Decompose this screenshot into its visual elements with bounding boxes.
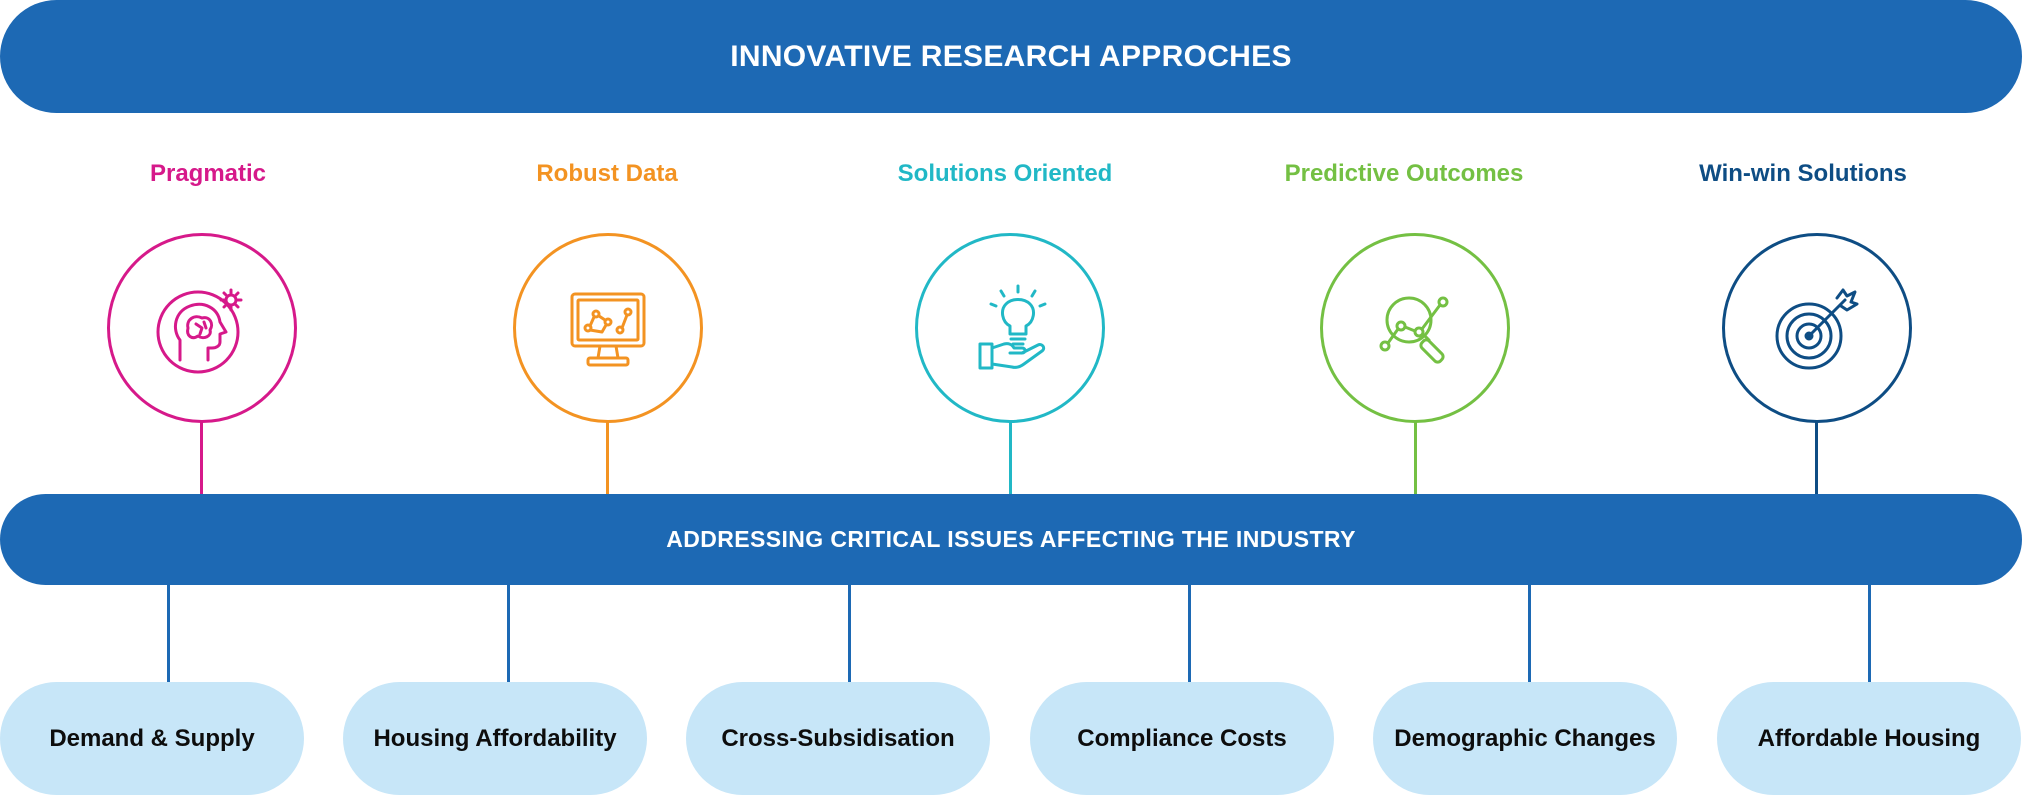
issue-affordable-housing: Affordable Housing: [1717, 682, 2021, 795]
issue-connector: [1868, 585, 1871, 685]
issues-banner-label: ADDRESSING CRITICAL ISSUES AFFECTING THE…: [666, 526, 1356, 552]
issue-label: Compliance Costs: [1077, 724, 1287, 752]
issue-demographic-changes: Demographic Changes: [1373, 682, 1677, 795]
issue-connector: [1528, 585, 1531, 685]
target-arrow-icon: [1775, 288, 1859, 370]
issue-label: Housing Affordability: [373, 724, 617, 752]
issues-banner: ADDRESSING CRITICAL ISSUES AFFECTING THE…: [0, 494, 2022, 585]
approach-circle-pragmatic: [107, 233, 297, 423]
approach-label-predictive-outcomes: Predictive Outcomes: [1284, 160, 1524, 187]
approach-circle-predictive-outcomes: [1320, 233, 1510, 423]
issue-label: Affordable Housing: [1757, 724, 1981, 752]
approach-label-pragmatic: Pragmatic: [149, 160, 267, 187]
approach-label-robust-data: Robust Data: [536, 160, 678, 187]
issue-cross-subsidisation: Cross-Subsidisation: [686, 682, 990, 795]
issue-label: Cross-Subsidisation: [721, 724, 955, 752]
approach-circle-win-win-solutions: [1722, 233, 1912, 423]
approach-label-win-win-solutions: Win-win Solutions: [1699, 160, 1907, 187]
approach-circle-solutions-oriented: [915, 233, 1105, 423]
connector-robust-data: [606, 420, 609, 498]
issue-housing-affordability: Housing Affordability: [343, 682, 647, 795]
diagram-title: INNOVATIVE RESEARCH APPROCHES: [730, 39, 1292, 73]
magnifier-chart-icon: [1379, 296, 1449, 364]
issue-connector: [507, 585, 510, 685]
approach-label-solutions-oriented: Solutions Oriented: [897, 160, 1113, 187]
monitor-data-icon: [570, 292, 646, 367]
issue-label: Demographic Changes: [1394, 724, 1656, 752]
brain-gear-icon: [156, 288, 243, 374]
connector-win-win-solutions: [1815, 420, 1818, 498]
issue-label: Demand & Supply: [49, 724, 255, 752]
connector-pragmatic: [200, 420, 203, 498]
connector-predictive-outcomes: [1414, 420, 1417, 498]
issue-connector: [848, 585, 851, 685]
issue-connector: [1188, 585, 1191, 685]
top-banner: INNOVATIVE RESEARCH APPROCHES: [0, 0, 2022, 113]
issue-compliance-costs: Compliance Costs: [1030, 682, 1334, 795]
approach-circle-robust-data: [513, 233, 703, 423]
issue-demand-supply: Demand & Supply: [0, 682, 304, 795]
issue-connector: [167, 585, 170, 685]
connector-solutions-oriented: [1009, 420, 1012, 498]
lightbulb-hand-icon: [978, 284, 1047, 370]
